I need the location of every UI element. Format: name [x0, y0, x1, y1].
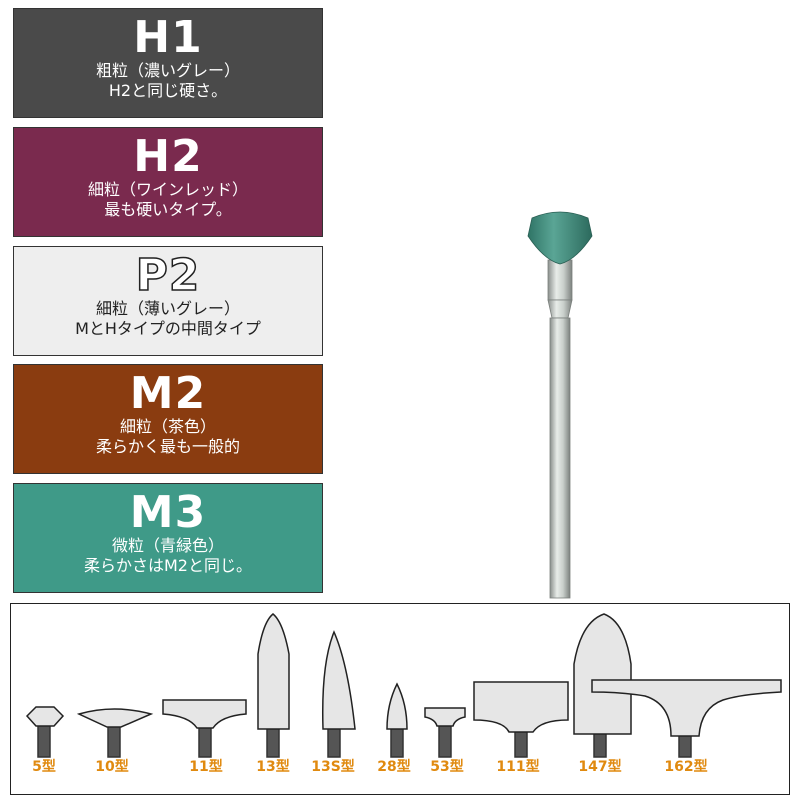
shape-types-panel — [10, 603, 790, 795]
grade-grit: 細粒（ワインレッド） — [87, 180, 248, 199]
shape-types-drawing — [25, 613, 782, 758]
concave-block-head-icon — [473, 681, 569, 758]
flat-top-head-icon — [162, 699, 247, 758]
shape-label: 53型 — [430, 759, 464, 775]
grade-box-h2: H2 細粒（ワインレッド） 最も硬いタイプ。 — [13, 127, 323, 237]
shape-label: 13型 — [256, 759, 290, 775]
grade-note: 柔らかく最も一般的 — [95, 437, 240, 456]
shape-label: 10型 — [95, 759, 129, 775]
bur-shank-icon — [547, 259, 573, 599]
shape-label: 147型 — [578, 759, 622, 775]
grade-grit: 粗粒（濃いグレー） — [95, 61, 240, 80]
grade-code: P2 — [135, 250, 201, 301]
grade-grit: 細粒（薄いグレー） — [95, 299, 240, 318]
grade-grit: 細粒（茶色） — [119, 417, 216, 436]
grade-grit: 微粒（青緑色） — [111, 536, 224, 555]
grade-note: MとHタイプの中間タイプ — [75, 319, 261, 338]
shape-label: 28型 — [377, 759, 411, 775]
grade-note: H2と同じ硬さ。 — [108, 81, 228, 100]
grade-code: H2 — [133, 131, 203, 182]
large-bullet-head-icon — [573, 613, 632, 758]
grade-note: 柔らかさはM2と同じ。 — [84, 556, 252, 575]
bur-head-icon — [527, 211, 593, 265]
grade-note: 最も硬いタイプ。 — [104, 200, 232, 219]
shape-label: 13S型 — [311, 759, 355, 775]
grade-code: M3 — [129, 487, 207, 538]
grade-box-p2: P2 細粒（薄いグレー） MとHタイプの中間タイプ — [13, 246, 323, 356]
wide-flare-head-icon — [591, 679, 782, 758]
shape-label: 5型 — [32, 759, 56, 775]
grade-box-h1: H1 粗粒（濃いグレー） H2と同じ硬さ。 — [13, 8, 323, 118]
pointed-flame-head-icon — [322, 630, 356, 758]
grade-code: M2 — [129, 368, 207, 419]
wide-disc-head-icon — [76, 708, 154, 758]
small-flat-head-icon — [424, 707, 466, 758]
small-flame-head-icon — [386, 682, 408, 758]
disc-point-head-icon — [25, 706, 65, 758]
shape-label: 162型 — [664, 759, 708, 775]
grade-box-m3: M3 微粒（青緑色） 柔らかさはM2と同じ。 — [13, 483, 323, 593]
bur-product-image — [527, 211, 593, 599]
grade-box-m2: M2 細粒（茶色） 柔らかく最も一般的 — [13, 364, 323, 474]
shape-label: 11型 — [189, 759, 223, 775]
tall-bullet-head-icon — [257, 613, 290, 758]
grade-code: H1 — [133, 12, 203, 63]
shape-label: 111型 — [496, 759, 540, 775]
